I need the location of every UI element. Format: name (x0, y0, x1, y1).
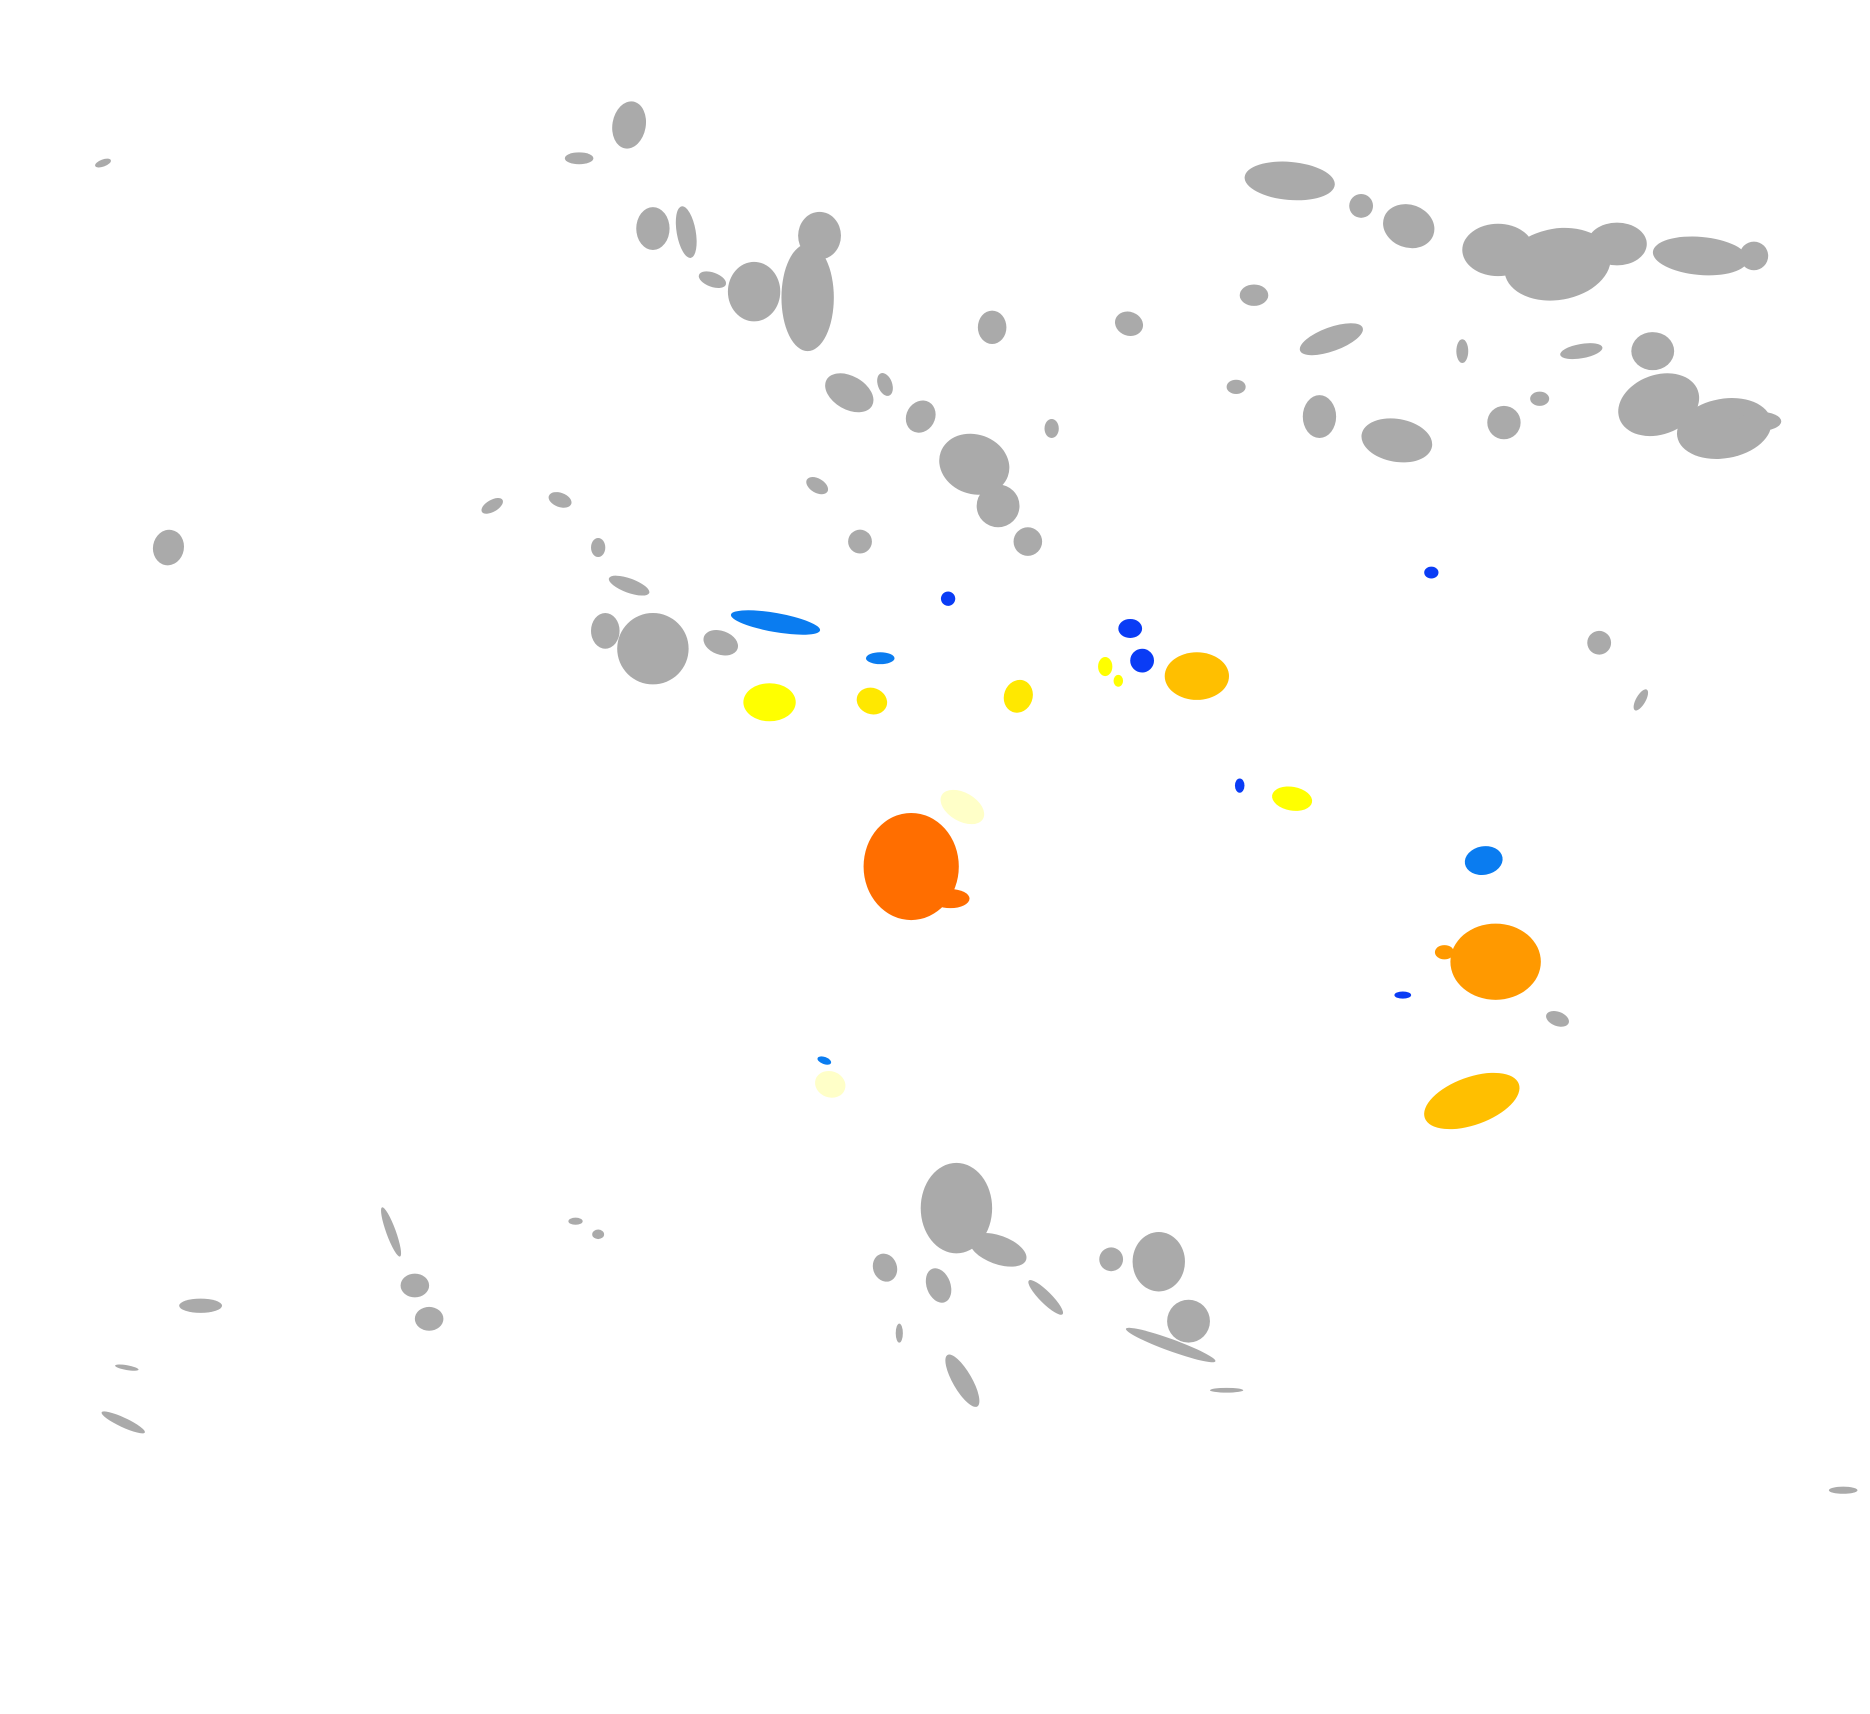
region-no-data (1587, 222, 1647, 266)
region-no-data (1099, 1247, 1124, 1272)
region-no-data (1633, 689, 1649, 711)
region-no-data (920, 1162, 993, 1254)
region-no-data (1456, 339, 1469, 364)
region-no-data (945, 1354, 980, 1407)
region-no-data (1044, 418, 1059, 439)
region-no-data (1652, 236, 1748, 276)
region-no-data (872, 1253, 898, 1282)
region-dark-blue (1130, 648, 1155, 673)
region-no-data (1676, 398, 1772, 459)
region-no-data (1132, 1231, 1185, 1292)
region-no-data (1487, 405, 1521, 440)
region-no-data (608, 575, 650, 596)
region-no-data (806, 477, 829, 495)
region-no-data (548, 492, 572, 508)
region-light-blue (730, 610, 821, 635)
region-no-data (895, 1323, 903, 1343)
region-orange (1450, 923, 1541, 1000)
region-no-data (568, 1217, 583, 1225)
region-no-data (152, 529, 185, 566)
region-no-data (179, 1298, 223, 1313)
region-yellow (743, 683, 796, 722)
region-no-data (1560, 343, 1603, 360)
region-dark-orange (931, 889, 970, 909)
region-no-data (636, 207, 670, 250)
region-no-data (414, 1306, 444, 1331)
region-no-data (1028, 1280, 1064, 1315)
region-no-data (1587, 630, 1612, 655)
region-gold-yellow (1003, 679, 1033, 713)
region-no-data (1383, 204, 1435, 249)
region-no-data (1226, 379, 1246, 394)
region-no-data (1244, 161, 1335, 201)
region-no-data (101, 1411, 145, 1434)
region-no-data (1013, 527, 1043, 556)
region-no-data (1114, 311, 1144, 336)
region-no-data (591, 538, 606, 558)
region-no-data (95, 158, 111, 168)
region-no-data (977, 310, 1007, 344)
region-orange (1434, 945, 1454, 960)
region-no-data (115, 1364, 139, 1371)
region-no-data (781, 244, 834, 352)
region-no-data (612, 101, 647, 149)
region-no-data (925, 1268, 952, 1303)
region-amber (1164, 652, 1229, 700)
region-no-data (1631, 332, 1675, 371)
region-light-blue (1464, 846, 1503, 876)
map-regions (95, 101, 1858, 1494)
region-no-data (400, 1273, 430, 1298)
region-no-data (698, 271, 727, 289)
region-no-data (969, 1232, 1027, 1267)
region-dark-blue (1394, 991, 1412, 999)
region-no-data (939, 433, 1010, 495)
region-dark-blue (1118, 618, 1143, 638)
region-light-blue (865, 652, 895, 665)
region-dark-blue (1424, 566, 1439, 579)
region-no-data (1530, 391, 1550, 406)
region-no-data (1828, 1486, 1858, 1494)
region-no-data (481, 497, 503, 514)
region-no-data (1167, 1299, 1210, 1343)
region-gold-yellow (856, 687, 888, 715)
region-no-data (877, 373, 893, 396)
region-pale-yellow (940, 789, 985, 825)
region-pale-yellow (815, 1070, 846, 1098)
region-dark-blue (1234, 778, 1245, 793)
region-no-data (1739, 241, 1769, 271)
region-yellow (1113, 674, 1124, 687)
region-no-data (1302, 395, 1337, 439)
region-no-data (1125, 1327, 1216, 1363)
region-amber (1424, 1072, 1520, 1130)
region-no-data (564, 152, 594, 165)
region-no-data (1239, 284, 1269, 306)
region-no-data (727, 261, 781, 322)
region-no-data (1618, 373, 1700, 437)
region-no-data (1361, 418, 1433, 463)
region-no-data (591, 612, 620, 649)
region-no-data (675, 206, 697, 258)
region-no-data (1546, 1011, 1569, 1027)
region-no-data (703, 630, 739, 656)
region-no-data (1738, 411, 1782, 431)
region-no-data (905, 400, 936, 433)
region-no-data (825, 373, 874, 413)
region-no-data (1299, 323, 1363, 356)
region-yellow (1272, 786, 1313, 811)
region-dark-blue (940, 591, 956, 606)
region-light-blue (817, 1056, 832, 1065)
region-no-data (1209, 1387, 1244, 1393)
region-no-data (848, 529, 872, 554)
region-yellow (1098, 657, 1113, 677)
region-no-data (1504, 227, 1611, 301)
region-no-data (976, 484, 1020, 528)
region-no-data (381, 1207, 402, 1257)
region-no-data (1349, 194, 1374, 218)
region-no-data (617, 612, 689, 685)
region-no-data (592, 1229, 605, 1240)
